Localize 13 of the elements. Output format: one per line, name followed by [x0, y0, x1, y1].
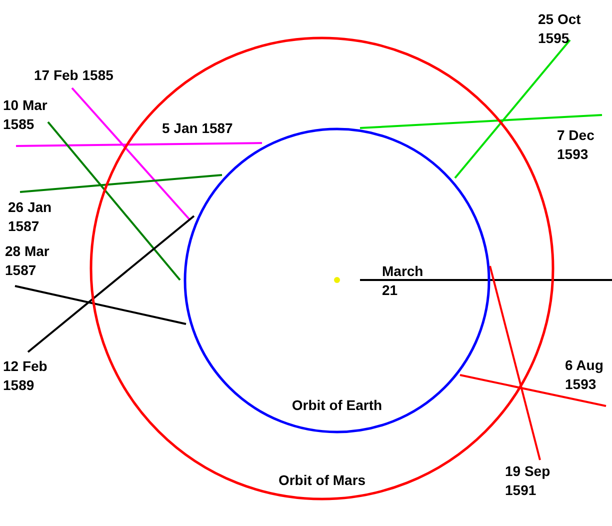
date-label: 26 Jan 1587	[8, 198, 53, 236]
date-label: 7 Dec 1593	[557, 126, 596, 164]
date-label: March 21	[382, 262, 424, 300]
date-label: 10 Mar 1585	[3, 96, 48, 134]
date-label: 5 Jan 1587	[162, 119, 234, 138]
date-label: 6 Aug 1593	[565, 356, 604, 394]
orbit-label: Orbit of Mars	[278, 471, 366, 489]
date-label: 12 Feb 1589	[3, 357, 48, 395]
date-label: 19 Sep 1591	[505, 462, 552, 500]
date-label: 17 Feb 1585	[34, 66, 114, 85]
date-label: 28 Mar 1587	[5, 242, 50, 280]
date-label: 25 Oct 1595	[538, 10, 582, 48]
orbit-label: Orbit of Earth	[292, 396, 382, 414]
